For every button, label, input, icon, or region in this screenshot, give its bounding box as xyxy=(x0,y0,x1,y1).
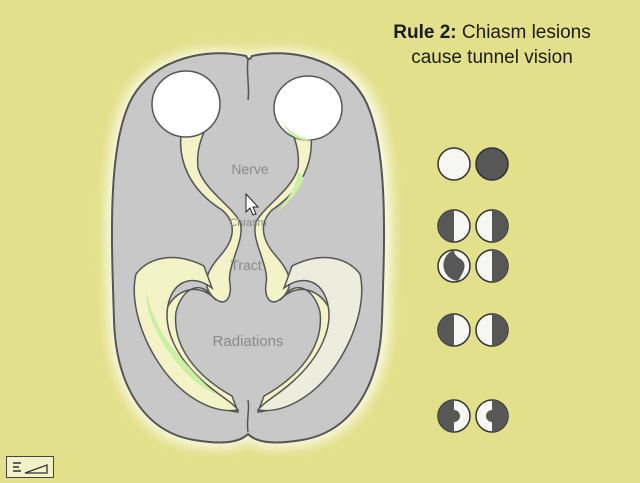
title-line-1: Chiasm lesions xyxy=(461,22,591,43)
left-eye xyxy=(151,70,221,138)
field-4-right-icon xyxy=(475,313,509,347)
right-nerve-accent xyxy=(276,172,304,214)
radiations-label: Radiations xyxy=(213,333,284,350)
rule-label: Rule 2: xyxy=(393,22,457,43)
field-2-left-icon xyxy=(437,209,471,243)
title-line-2: cause tunnel vision xyxy=(411,47,573,68)
right-eye xyxy=(273,75,343,141)
fissure-bottom xyxy=(246,399,250,433)
field-5-left-icon xyxy=(437,399,471,433)
field-5-right-icon xyxy=(475,399,509,433)
fissure-top xyxy=(246,57,250,101)
tract-label: Tract xyxy=(230,257,261,273)
right-pathway xyxy=(254,127,334,413)
field-4-left-icon xyxy=(437,313,471,347)
chiasm-label: Chiasm xyxy=(229,217,266,229)
slide-nav-icon xyxy=(13,462,48,474)
field-3-right-icon xyxy=(475,249,509,283)
field-1-left-icon xyxy=(437,147,471,181)
right-eye-accent xyxy=(284,124,312,141)
field-2-right-icon xyxy=(475,209,509,243)
right-radiation xyxy=(256,256,363,412)
mouse-cursor-icon xyxy=(245,192,260,216)
slide-title: Rule 2: Chiasm lesions cause tunnel visi… xyxy=(352,20,632,70)
slide-nav-button[interactable] xyxy=(6,456,54,478)
field-3-left-icon xyxy=(437,249,471,283)
visual-fields xyxy=(437,147,509,433)
left-radiation xyxy=(133,256,240,412)
left-pathway xyxy=(162,127,242,413)
field-1-right-icon xyxy=(475,147,509,181)
nerve-label: Nerve xyxy=(231,161,269,177)
